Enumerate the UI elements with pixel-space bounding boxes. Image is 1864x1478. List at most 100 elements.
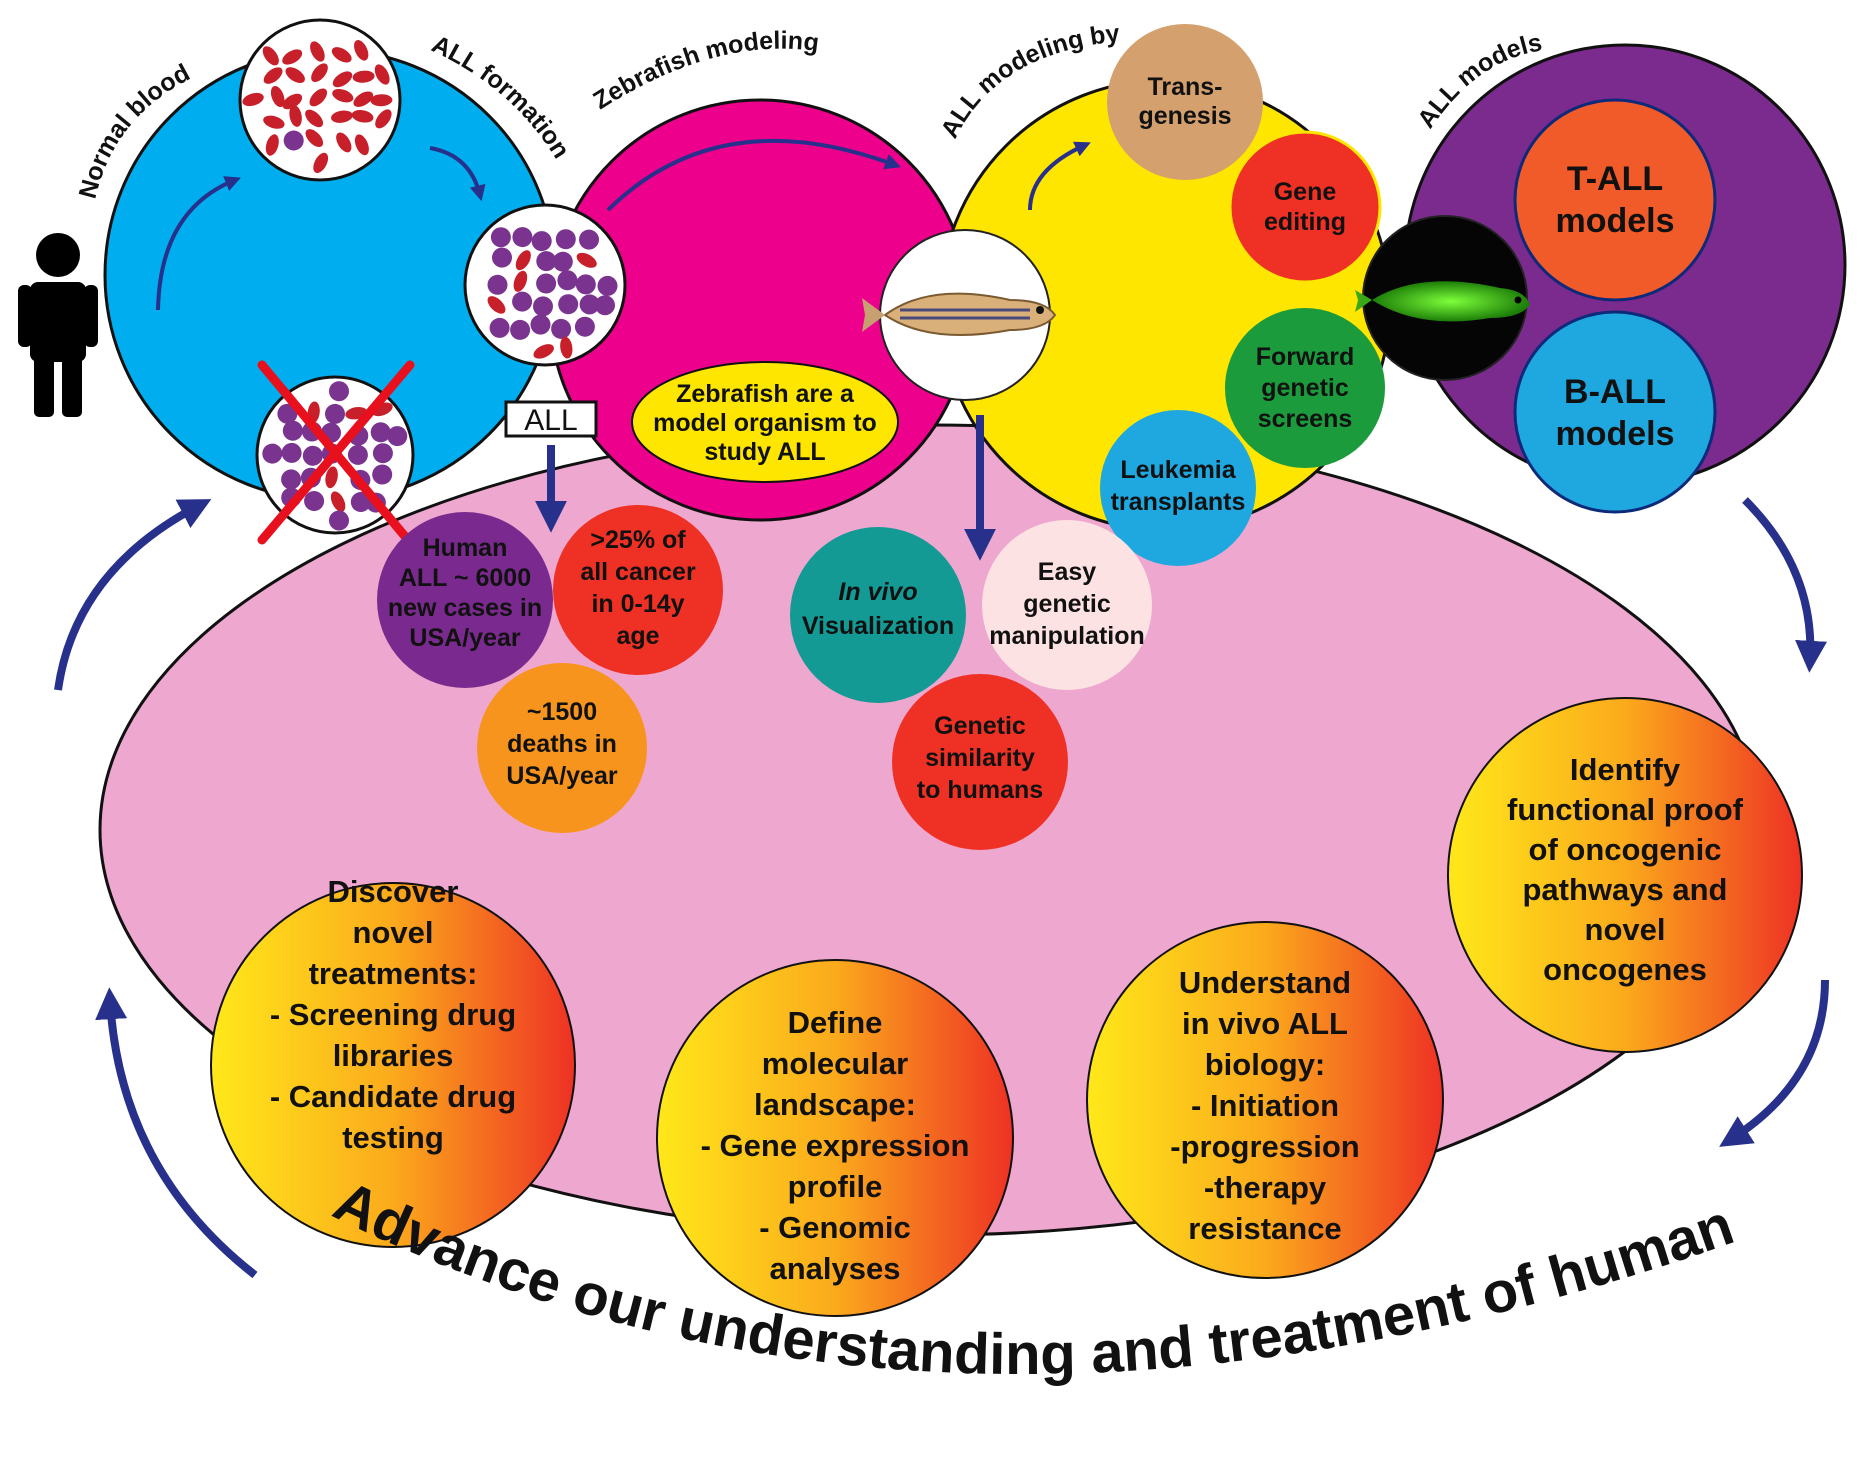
human-all-line-1: Human (423, 534, 508, 562)
red-blood-cell (305, 129, 324, 148)
human-all-circle (377, 512, 553, 688)
red-blood-cell (310, 41, 325, 62)
red-blood-cell (263, 115, 285, 129)
transgenesis-line-2: genesis (1138, 102, 1231, 130)
discover-line-3: treatments: (309, 956, 478, 991)
zebrafish-icon (862, 292, 1057, 336)
cancer-share-circle (553, 505, 723, 675)
leukocyte-cell (552, 251, 573, 272)
leukocyte-cell (531, 231, 552, 252)
red-blood-cell (282, 49, 303, 65)
red-blood-cell (336, 132, 352, 153)
red-blood-cell (513, 270, 528, 292)
red-blood-cell (332, 71, 353, 88)
identify-line-6: oncogenes (1543, 952, 1707, 987)
arrow-zebrafish (606, 138, 902, 212)
deaths-line-1: ~1500 (527, 698, 597, 726)
define-line-3: landscape: (754, 1087, 916, 1122)
define-line-4: - Gene expression (701, 1128, 970, 1163)
red-blood-cell (270, 85, 285, 108)
cancer-share-line-2: all cancer (580, 558, 696, 586)
leukocyte-cell (530, 314, 551, 335)
red-blood-cell (353, 91, 374, 107)
gene-editing-line-1: Gene (1274, 178, 1337, 206)
zebrafish-statement: Zebrafish are a model organism to study … (653, 380, 877, 466)
leukocyte-cell (487, 274, 508, 295)
identify-line-2: functional proof (1507, 792, 1744, 827)
transgenesis-line-1: Trans- (1147, 73, 1222, 101)
define-circle (656, 959, 1014, 1317)
normal-blood-smear (238, 18, 402, 182)
all-label-box (504, 400, 598, 438)
red-blood-cell (285, 67, 305, 84)
leukocyte-cell (302, 445, 323, 466)
red-blood-cell (374, 64, 390, 85)
zebrafish-statement-ellipse (631, 361, 899, 483)
understand-line-7: resistance (1188, 1211, 1341, 1246)
red-blood-cell (375, 109, 392, 129)
leukocyte-cell (512, 291, 533, 312)
leukocyte-cell (329, 381, 349, 402)
leukocyte-cell (281, 469, 302, 490)
deaths-line-3: USA/year (506, 762, 617, 790)
leukocyte-cell (387, 426, 408, 447)
cancer-share-line-4: age (616, 622, 659, 650)
forward-screens-line-1: Forward (1256, 343, 1355, 371)
statement-line-1: Zebrafish are a (676, 380, 855, 408)
leukocyte-cell (372, 464, 393, 485)
leukocyte-cell (490, 227, 511, 248)
t-all-models-circle (1513, 98, 1717, 302)
forward-screens-line-2: genetic (1261, 374, 1349, 402)
discover-line-2: novel (353, 915, 434, 950)
discover-line-7: testing (342, 1120, 444, 1155)
identify-line-3: of oncogenic (1529, 832, 1722, 867)
arrow-smear-progress (429, 146, 486, 202)
leukocyte-cell (510, 319, 531, 340)
gene-editing-circle (1228, 130, 1382, 284)
in-vivo-line-2: Visualization (802, 612, 954, 640)
define-line-6: - Genomic (759, 1210, 911, 1245)
leukocyte-cell (329, 510, 349, 531)
arrow-right-lower (1719, 979, 1829, 1147)
discover-line-1: Discover (328, 874, 459, 909)
leukocyte-cell (325, 403, 345, 424)
red-blood-cell (351, 110, 374, 123)
red-blood-cell (487, 296, 506, 314)
cancer-share-line-1: >25% of (590, 526, 686, 554)
leukocyte-cell (372, 443, 393, 464)
cancer-share-line-3: in 0-14y (591, 590, 684, 618)
red-blood-cell (263, 67, 283, 84)
leukocyte-cell (551, 318, 572, 339)
arrow-normal-to-all (156, 176, 241, 311)
leukocyte-cell (557, 270, 578, 291)
leukocyte-cell (579, 294, 600, 315)
leukocyte-cell (281, 442, 302, 463)
red-blood-cell (242, 92, 264, 107)
leukocyte-cell (350, 492, 371, 512)
t-all-line-1: T-ALL (1567, 160, 1663, 198)
leukemia-transplants-line-1: Leukemia (1120, 456, 1236, 484)
red-blood-cell (265, 134, 279, 156)
b-all-line-2: models (1555, 415, 1674, 453)
red-blood-cell (325, 466, 338, 489)
statement-line-3: study ALL (704, 438, 825, 466)
leukocyte-cell (282, 420, 303, 441)
deaths-line-2: deaths in (507, 730, 617, 758)
b-all-line-1: B-ALL (1564, 373, 1666, 411)
easy-genetic-line-1: Easy (1038, 558, 1096, 586)
leukocyte-cell (370, 422, 391, 443)
deaths-circle (477, 663, 647, 833)
understand-line-2: in vivo ALL (1182, 1006, 1348, 1041)
red-blood-cell (282, 93, 303, 110)
define-line-7: analyses (770, 1251, 901, 1286)
leukocyte-cell (595, 295, 616, 316)
red-blood-cell (331, 47, 352, 63)
identify-circle (1447, 697, 1803, 1053)
human-all-line-2: ALL ~ 6000 (399, 564, 531, 592)
leukocyte-cell (558, 294, 579, 315)
red-blood-cell (354, 40, 369, 61)
define-line-1: Define (788, 1005, 883, 1040)
red-blood-cell (576, 252, 597, 268)
similarity-line-1: Genetic (934, 712, 1026, 740)
red-blood-cell (262, 46, 279, 66)
